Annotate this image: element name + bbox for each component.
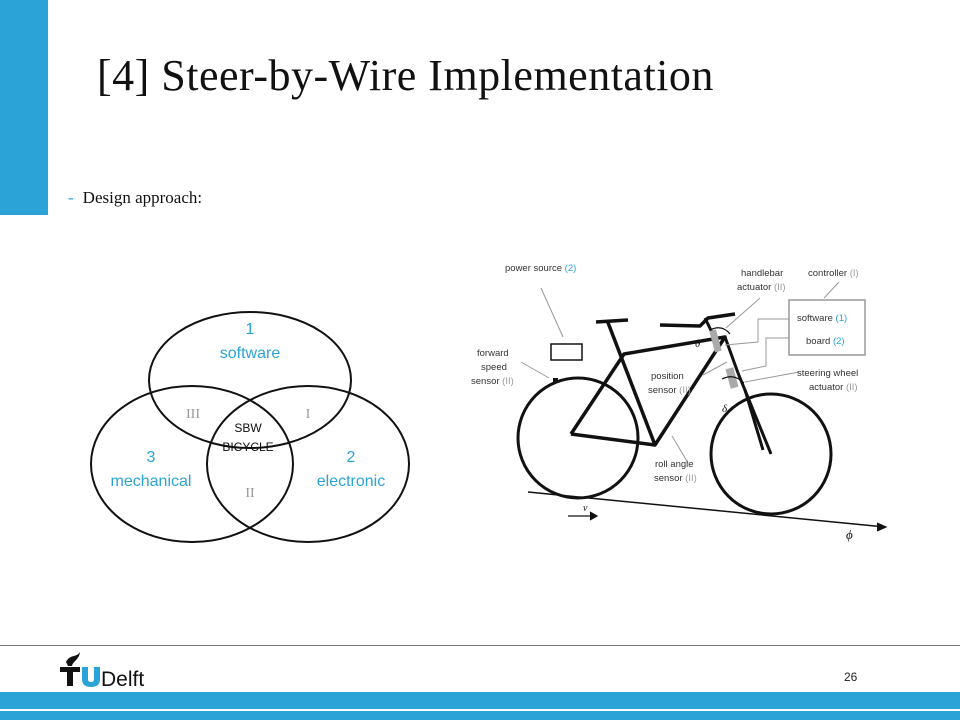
steering-actuator — [725, 367, 739, 389]
venn-circle-mechanical — [90, 385, 294, 543]
label-controller: controller (I) — [808, 268, 859, 279]
venn-top-label: software — [220, 345, 281, 362]
page-number: 26 — [844, 670, 858, 684]
venn-overlap-I: I — [306, 407, 311, 422]
controller-box — [788, 299, 866, 356]
venn-right-label: electronic — [317, 473, 385, 490]
venn-center-line1: SBW — [234, 421, 262, 435]
phi-arrowhead — [876, 522, 888, 532]
venn-labels: 1 software 3 mechanical 2 electronic SBW… — [111, 321, 386, 490]
leader-handlebar — [725, 297, 761, 329]
venn-right-number: 2 — [347, 449, 356, 466]
leader-position — [702, 361, 728, 376]
theta-arrow — [709, 327, 731, 335]
footer-divider — [0, 645, 960, 646]
symbol-theta: θ — [695, 338, 701, 350]
label-steering-line1: steering wheel — [797, 368, 858, 379]
label-roll-line1: roll angle — [655, 459, 694, 470]
seat-tube — [605, 319, 657, 446]
venn-overlap-II: II — [245, 486, 255, 501]
leader-controller-to-actuator — [724, 318, 789, 346]
label-software: software (1) — [797, 313, 847, 324]
venn-circle-software — [148, 311, 352, 449]
symbol-v: v — [583, 503, 588, 514]
v-arrowhead — [589, 511, 599, 521]
logo-t-stem — [67, 667, 73, 686]
venn-overlap-III: III — [186, 407, 200, 422]
venn-top-number: 1 — [246, 321, 255, 338]
footer-band-top — [0, 692, 960, 709]
bicycle-drawing — [516, 299, 886, 528]
leader-controller-to-steering — [741, 337, 789, 372]
power-source-box — [550, 343, 583, 361]
label-board: board (2) — [806, 336, 845, 347]
symbol-delta: δ — [722, 403, 728, 415]
leader-controller — [823, 281, 840, 299]
fork — [736, 372, 773, 455]
figure-canvas: 1 software 3 mechanical 2 electronic SBW… — [90, 263, 888, 543]
label-forward-line2: speed — [481, 362, 507, 373]
symbol-phi: ϕ — [846, 527, 853, 542]
venn-center-line2: BICYCLE — [222, 440, 273, 454]
symbol-labels: θ δ v ϕ — [583, 338, 853, 542]
label-position-line2: sensor (II) — [648, 385, 691, 396]
label-roll-line2: sensor (II) — [654, 473, 697, 484]
leader-lines — [520, 281, 840, 464]
logo-flame-icon — [66, 652, 80, 666]
rear-wheel — [516, 376, 640, 500]
label-position-line1: position — [651, 371, 684, 382]
delta-arrow — [721, 376, 745, 384]
venn-left-number: 3 — [147, 449, 156, 466]
bullet-dash: - — [68, 188, 74, 207]
footer-band-bottom — [0, 711, 960, 720]
leader-power — [540, 287, 564, 338]
speed-sensor-dot — [553, 378, 558, 383]
leader-steering — [744, 371, 800, 383]
leader-roll-angle — [671, 435, 689, 464]
seat-post — [595, 318, 629, 324]
leader-forward-speed — [520, 361, 550, 379]
handlebar-actuator — [709, 329, 722, 353]
venn-diagram — [90, 311, 410, 543]
label-handlebar-line1: handlebar — [741, 268, 783, 279]
slide-title: [4] Steer-by-Wire Implementation — [97, 51, 714, 100]
venn-left-label: mechanical — [111, 473, 192, 490]
bullet-item: -Design approach: — [68, 188, 202, 208]
handlebar — [659, 312, 736, 328]
label-handlebar-line2: actuator (II) — [737, 282, 786, 293]
bicycle-labels: power source (2) forward speed sensor (I… — [471, 263, 859, 484]
logo-u — [82, 667, 100, 687]
angle-arrows — [568, 327, 888, 532]
accent-bar — [0, 0, 48, 215]
tudelft-logo: Delft — [60, 652, 144, 690]
bullet-text: Design approach: — [82, 188, 203, 207]
fork-blade — [743, 389, 765, 451]
label-forward-line1: forward — [477, 348, 509, 359]
logo-delft-text: Delft — [101, 668, 144, 690]
front-wheel — [709, 392, 833, 516]
label-steering-line2: actuator (II) — [809, 382, 858, 393]
label-power-source: power source (2) — [505, 263, 576, 274]
venn-overlaps: III I II — [186, 407, 311, 501]
label-forward-line3: sensor (II) — [471, 376, 514, 387]
venn-circle-electronic — [206, 385, 410, 543]
head-tube — [723, 336, 740, 374]
